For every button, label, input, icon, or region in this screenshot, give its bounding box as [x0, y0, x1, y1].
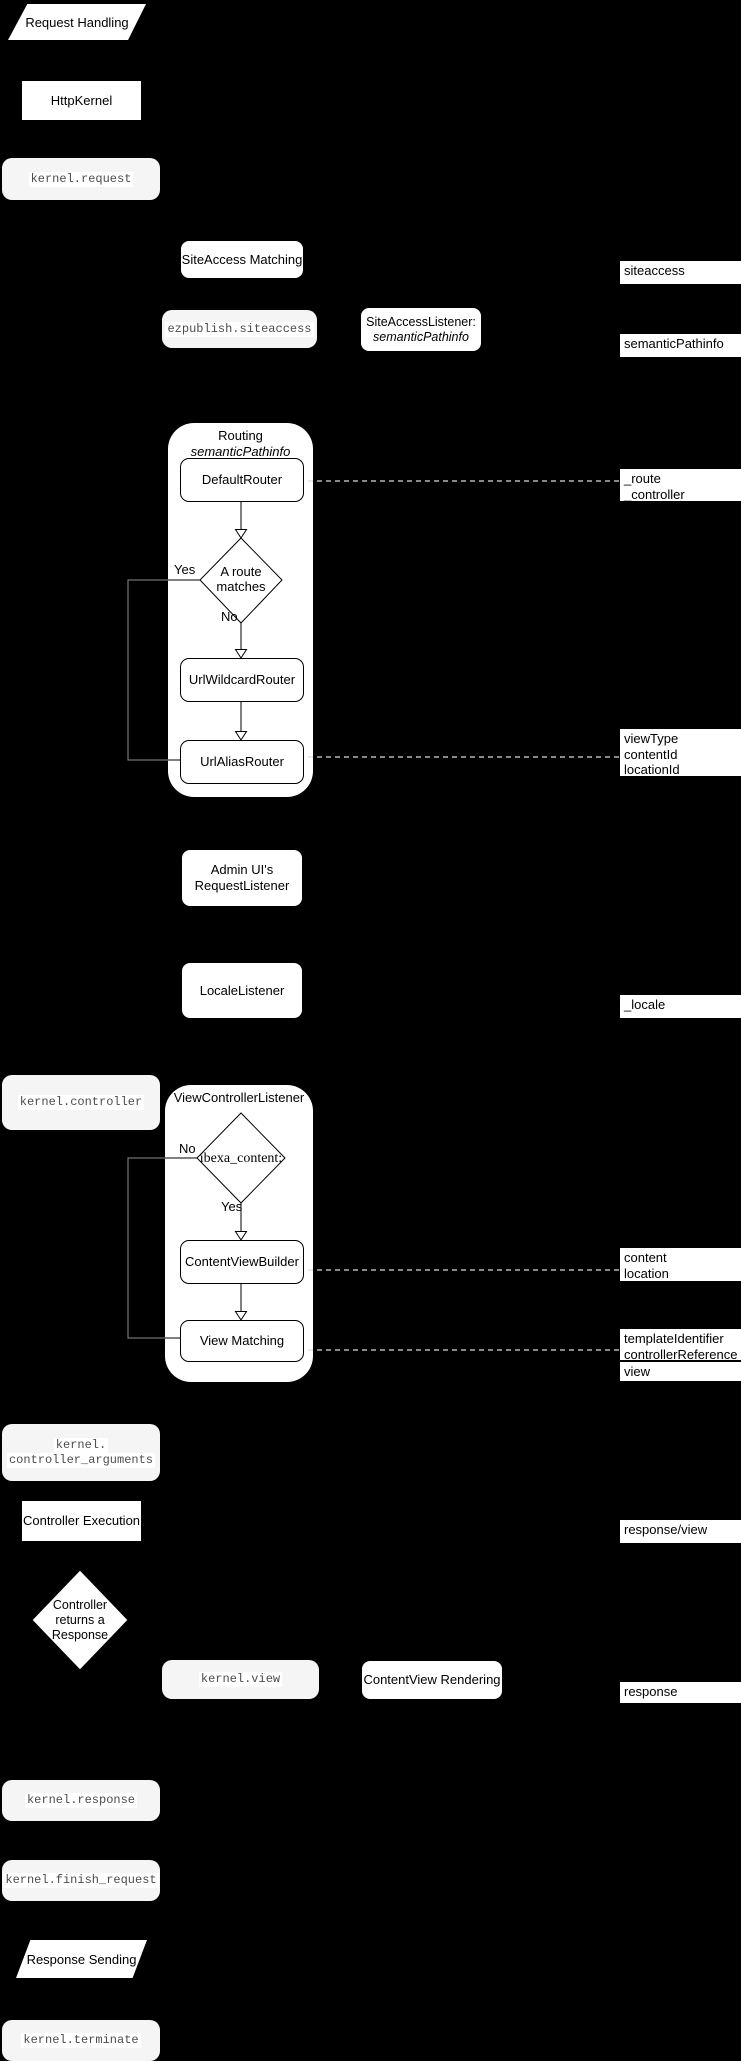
node-urlalias-router-label: UrlAliasRouter — [200, 754, 284, 769]
event-kernel-finish-request-label: kernel.finish_request — [3, 1873, 159, 1888]
decision-route-matches-label: A route matches — [216, 564, 266, 594]
event-kernel-finish-request: kernel.finish_request — [2, 1860, 160, 1901]
node-urlwildcard-router-label: UrlWildcardRouter — [188, 672, 296, 687]
event-kernel-controller-label: kernel.controller — [17, 1095, 145, 1110]
branch-label-no: No — [221, 609, 238, 624]
param-locale: _locale — [620, 995, 741, 1018]
node-siteaccess-listener: SiteAccessListener: semanticPathinfo — [360, 307, 482, 352]
param-siteaccess: siteaccess — [620, 261, 741, 284]
terminator-request-handling-label: Request Handling — [25, 14, 129, 30]
node-contentview-rendering: ContentView Rendering — [361, 1660, 503, 1700]
node-urlwildcard-router: UrlWildcardRouter — [180, 658, 304, 702]
node-default-router-label: DefaultRouter — [201, 472, 283, 487]
node-urlalias-router: UrlAliasRouter — [180, 740, 304, 784]
node-contentviewbuilder-label: ContentViewBuilder — [185, 1254, 299, 1269]
node-default-router: DefaultRouter — [180, 458, 304, 502]
node-adminui-requestlistener: Admin UI's RequestListener — [181, 849, 303, 907]
node-view-matching: View Matching — [180, 1320, 304, 1362]
terminator-response-sending: Response Sending — [16, 1940, 147, 1978]
decision-controller-returns-label: Controller returns a Response — [51, 1598, 109, 1642]
node-contentview-rendering-label: ContentView Rendering — [363, 1672, 501, 1687]
siteaccess-listener-line1: SiteAccessListener: — [366, 314, 476, 329]
event-kernel-request-label: kernel.request — [28, 171, 134, 187]
event-kernel-response-label: kernel.response — [24, 1793, 138, 1808]
event-kernel-controller-arguments: kernel. controller_arguments — [2, 1424, 160, 1481]
branch-label-yes: Yes — [174, 562, 196, 577]
siteaccess-listener-line2: semanticPathinfo — [373, 329, 469, 344]
terminator-request-handling: Request Handling — [8, 4, 146, 40]
node-contentviewbuilder: ContentViewBuilder — [180, 1240, 304, 1284]
event-kernel-request: kernel.request — [2, 158, 160, 200]
node-view-matching-label: View Matching — [199, 1333, 285, 1348]
event-kernel-controller: kernel.controller — [2, 1075, 160, 1130]
terminator-response-sending-label: Response Sending — [26, 1951, 137, 1967]
param-content-location: content location — [620, 1248, 741, 1281]
node-locale-listener: LocaleListener — [181, 962, 303, 1019]
param-viewtype-contentid-locationid: viewType contentId locationId — [620, 729, 741, 776]
node-controller-execution-label: Controller Execution — [22, 1513, 141, 1528]
event-kernel-response: kernel.response — [2, 1780, 160, 1821]
event-kernel-terminate-label: kernel.terminate — [21, 2033, 141, 2048]
param-route-controller: _route _controller — [620, 469, 741, 501]
node-locale-listener-label: LocaleListener — [199, 982, 285, 998]
node-siteaccess-matching-label: SiteAccess Matching — [181, 251, 303, 267]
node-httpkernel: HttpKernel — [21, 80, 142, 121]
node-controller-execution: Controller Execution — [21, 1500, 142, 1542]
param-response-view: response/view — [620, 1520, 741, 1543]
event-kernel-terminate: kernel.terminate — [2, 2020, 160, 2061]
param-view: view — [620, 1362, 741, 1381]
node-siteaccess-matching: SiteAccess Matching — [180, 240, 304, 279]
branch-label-ibexa-no: No — [179, 1141, 196, 1156]
event-kernel-view: kernel.view — [162, 1660, 319, 1699]
node-httpkernel-label: HttpKernel — [50, 92, 113, 108]
param-response: response — [620, 1682, 741, 1703]
view-controller-listener-title: ViewControllerListener — [173, 1090, 305, 1105]
branch-label-ibexa-yes: Yes — [221, 1199, 243, 1214]
event-kernel-view-label: kernel.view — [198, 1672, 283, 1687]
event-ezpublish-siteaccess: ezpublish.siteaccess — [162, 310, 317, 348]
param-template-controllerref: templateIdentifier controllerReference — [620, 1329, 741, 1360]
param-semantic-pathinfo: semanticPathinfo — [620, 334, 741, 357]
decision-ibexa-content-label: ibexa_content: — [199, 1151, 283, 1166]
event-ezpublish-siteaccess-label: ezpublish.siteaccess — [165, 321, 314, 337]
